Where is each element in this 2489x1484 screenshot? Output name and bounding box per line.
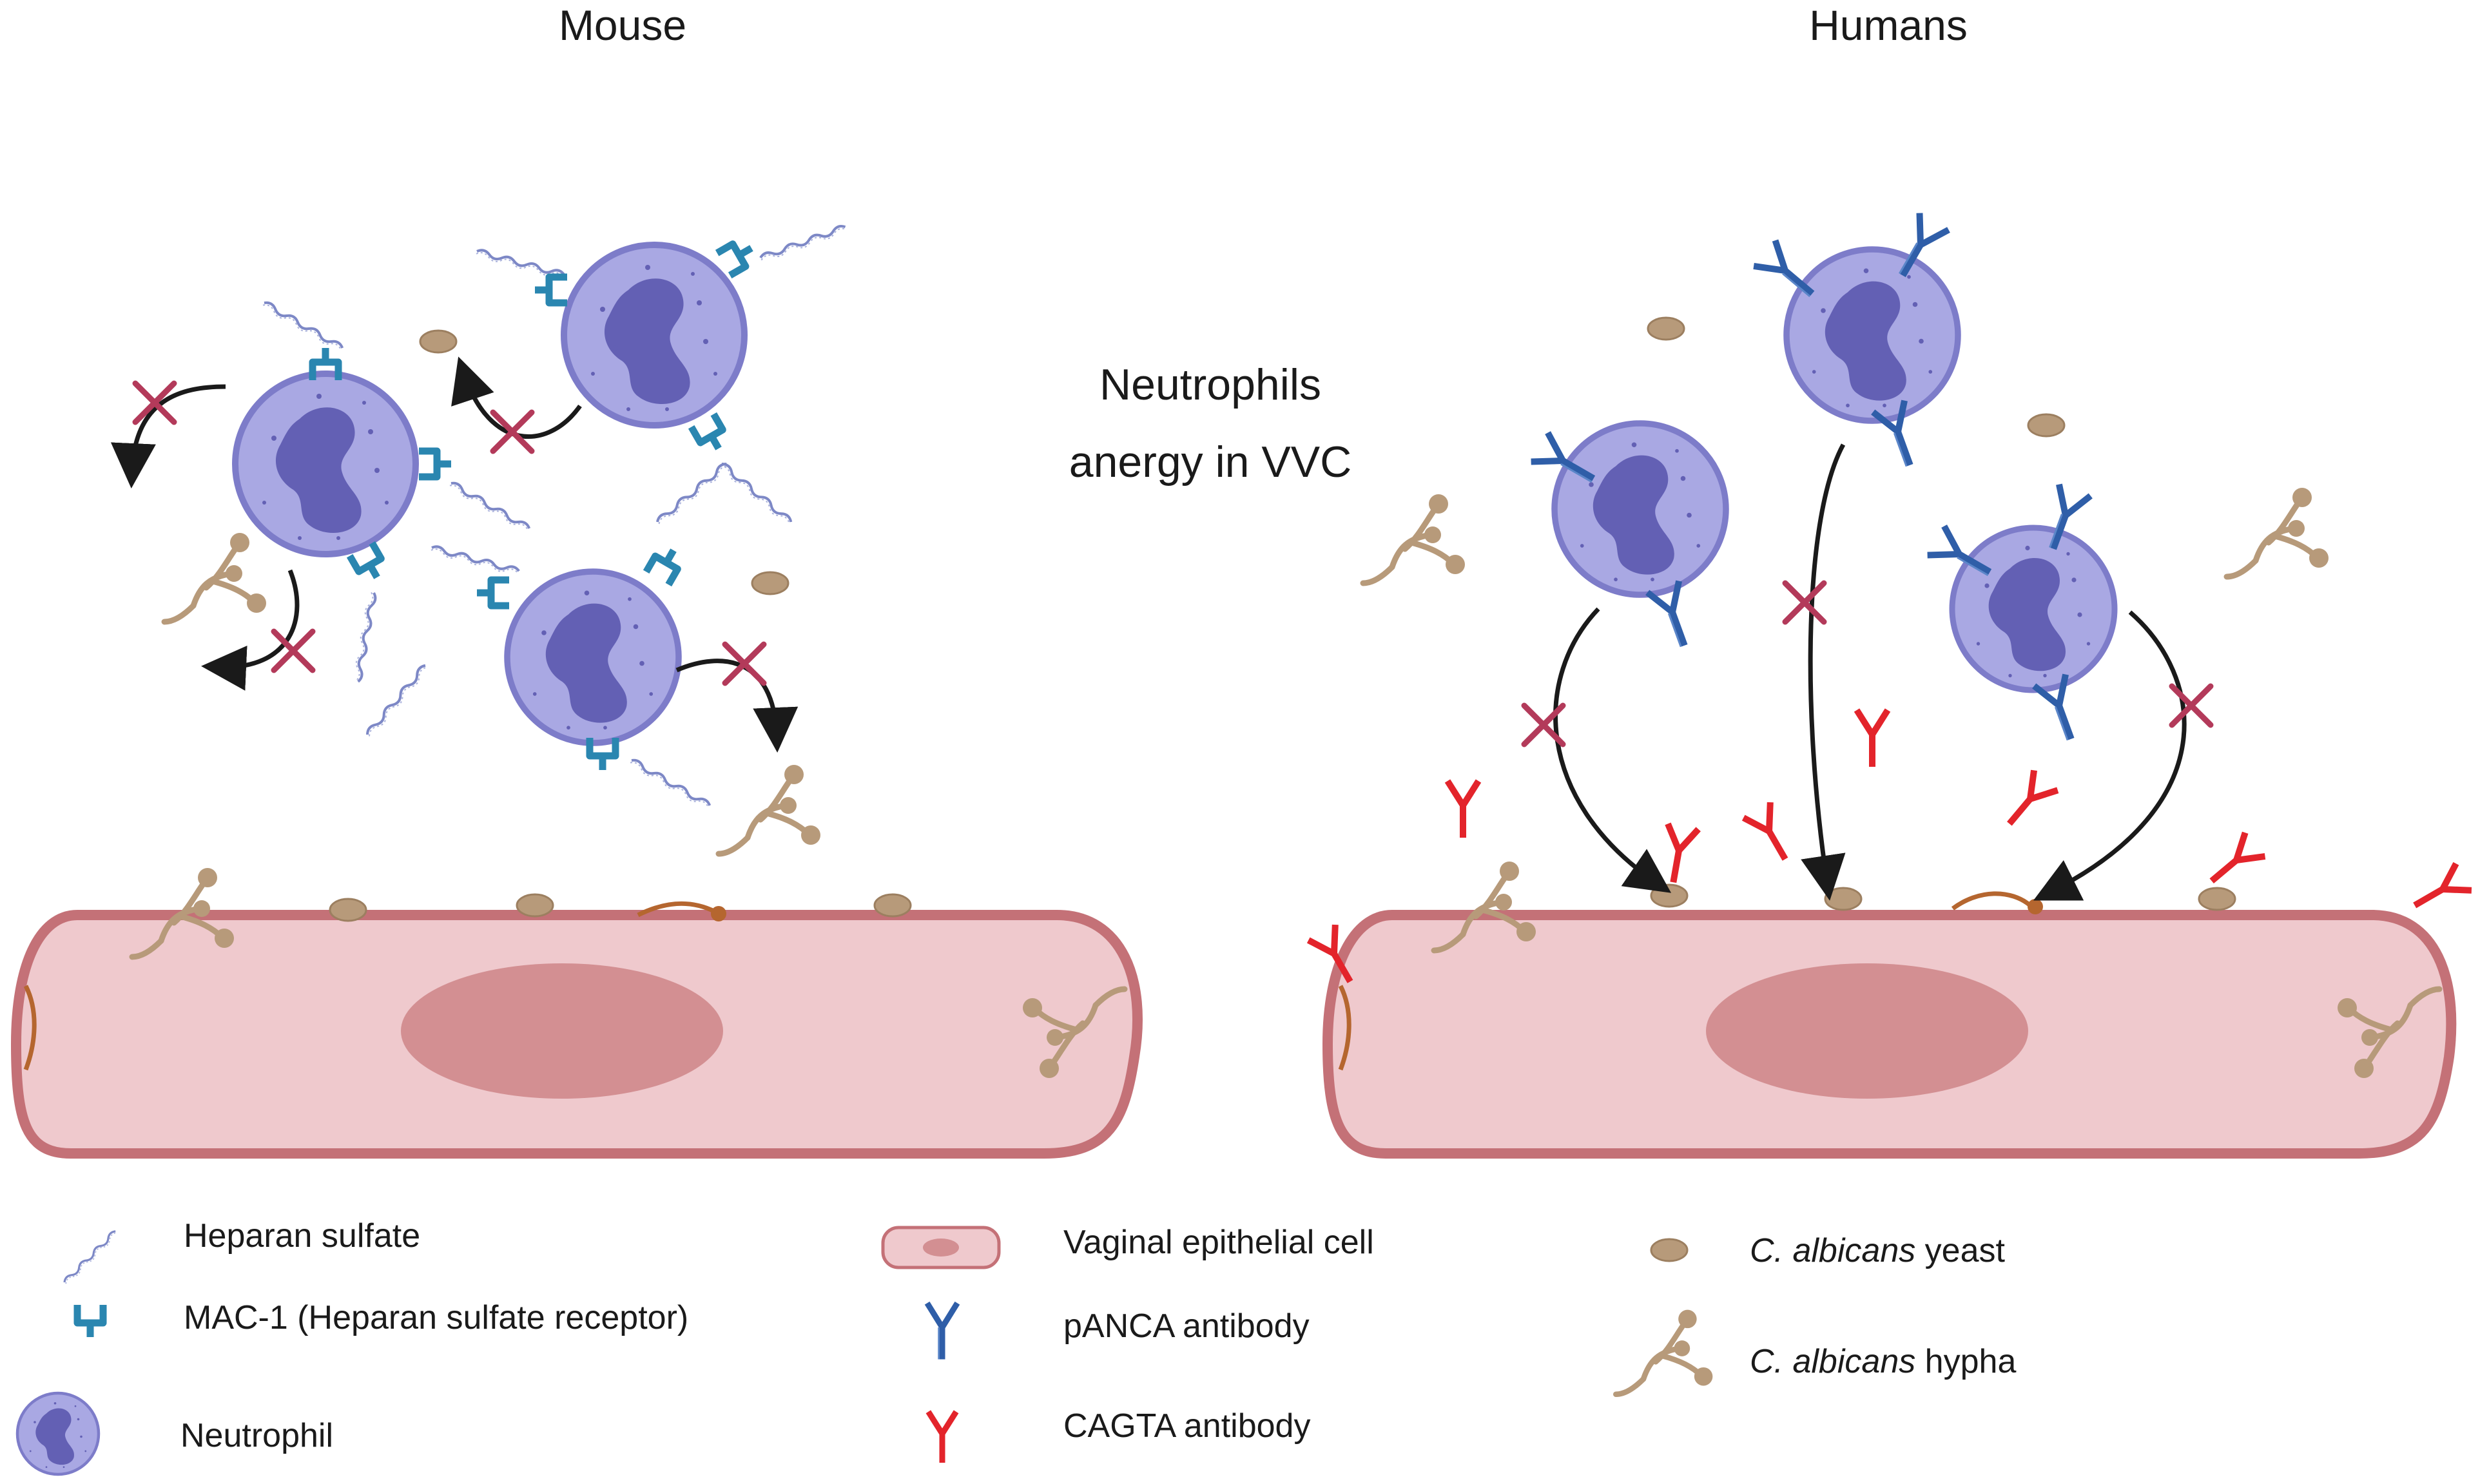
legend-vaginal-cell: Vaginal epithelial cell [881, 1224, 1374, 1269]
mouse-yeast-surface-1 [329, 898, 367, 922]
legend-hypha-suffix: hypha [1915, 1343, 2016, 1380]
mouse-hypha-free-1 [164, 533, 266, 622]
humans-yeast-free-1 [1647, 316, 1685, 341]
heparan-strand-1 [260, 299, 345, 354]
legend-panca: pANCA antibody [927, 1303, 1310, 1359]
humans-hypha-free-2 [2227, 488, 2329, 577]
humans-hypha-free-1 [1363, 494, 1465, 583]
mouse-yeast-surface-3 [873, 893, 912, 918]
legend-cagta-icon [928, 1412, 956, 1463]
mouse-arrow-4 [675, 644, 799, 753]
legend-heparan-label: Heparan sulfate [184, 1217, 420, 1255]
legend-hypha-species: C. albicans [1750, 1343, 1915, 1380]
mouse-arrow-1 [110, 383, 226, 488]
cagta-antibody-8 [2407, 863, 2472, 919]
legend-panca-icon [927, 1303, 958, 1359]
mouse-yeast-surface-2 [516, 893, 554, 918]
mouse-hypha-left [23, 985, 37, 1071]
heparan-strand-3 [758, 223, 849, 264]
legend-mac1-icon [77, 1305, 103, 1337]
legend-hypha-icon [1616, 1310, 1712, 1394]
mouse-hypha-orange-tip [711, 906, 726, 921]
mouse-panel [10, 223, 1143, 1159]
legend-hypha: C. albicans hypha [1616, 1310, 2016, 1394]
mouse-epithelial-cell [10, 910, 1143, 1159]
heparan-strand-10 [654, 460, 731, 528]
cagta-antibody-5 [1857, 710, 1888, 767]
cagta-antibody-3 [1658, 824, 1699, 885]
legend-heparan: Heparan sulfate [62, 1217, 420, 1287]
cagta-antibody-2 [1448, 781, 1478, 838]
humans-epithelial-cell [1322, 910, 2457, 1159]
humans-arrow-2 [1785, 443, 1846, 901]
legend-mac1: MAC-1 (Heparan sulfate receptor) [77, 1299, 688, 1337]
legend-neutrophil: Neutrophil [17, 1393, 333, 1474]
mouse-yeast-free-2 [751, 571, 789, 595]
mouse-hypha-orange [637, 901, 717, 918]
legend-heparan-icon [62, 1228, 120, 1287]
heparan-strand-8 [429, 544, 521, 577]
mouse-yeast-free-1 [419, 329, 458, 354]
humans-neutrophil-2 [1754, 213, 1958, 471]
humans-panel [1308, 213, 2472, 1159]
humans-hypha-left [1338, 985, 1351, 1071]
humans-yeast-free-2 [2027, 413, 2066, 438]
center-label-line1: Neutrophils [1099, 360, 1321, 409]
heparan-strand-6 [351, 590, 378, 684]
legend-vaginal-cell-icon [881, 1226, 1001, 1269]
humans-title: Humans [1809, 1, 1968, 49]
mouse-title: Mouse [559, 1, 686, 49]
cagta-antibody-6 [1997, 770, 2057, 833]
legend-vaginal-cell-label: Vaginal epithelial cell [1063, 1224, 1374, 1261]
legend-yeast: C. albicans yeast [1650, 1232, 2006, 1269]
legend: Heparan sulfate MAC-1 (Heparan sulfate r… [17, 1217, 2016, 1474]
mouse-neutrophil-3 [477, 544, 684, 770]
humans-arrow-3 [2033, 610, 2211, 901]
legend-yeast-label: C. albicans yeast [1750, 1232, 2006, 1269]
legend-cagta-label: CAGTA antibody [1063, 1407, 1310, 1445]
heparan-strand-5 [447, 479, 532, 534]
heparan-strand-9 [628, 756, 713, 811]
legend-mac1-label: MAC-1 (Heparan sulfate receptor) [184, 1299, 688, 1336]
humans-hypha-orange-tip [2028, 899, 2043, 914]
humans-yeast-surface-1 [1650, 883, 1689, 908]
mouse-neutrophil-1 [235, 348, 451, 584]
mouse-arrow-3 [201, 569, 313, 691]
legend-yeast-icon [1650, 1238, 1689, 1262]
mouse-arrow-2 [451, 356, 582, 451]
legend-panca-label: pANCA antibody [1063, 1307, 1310, 1345]
humans-arrow-1 [1524, 607, 1672, 893]
legend-neutrophil-label: Neutrophil [180, 1417, 333, 1454]
legend-yeast-species: C. albicans [1750, 1232, 1915, 1269]
humans-hypha-orange [1951, 891, 2032, 911]
legend-cagta: CAGTA antibody [928, 1407, 1310, 1463]
cagta-antibody-4 [1743, 802, 1799, 867]
legend-yeast-suffix: yeast [1915, 1232, 2005, 1269]
humans-neutrophil-3 [1928, 485, 2115, 745]
humans-yeast-surface-2 [1824, 887, 1863, 911]
mouse-hypha-free-2 [719, 765, 820, 854]
humans-neutrophil-1 [1531, 423, 1726, 651]
legend-hypha-label: C. albicans hypha [1750, 1343, 2016, 1380]
legend-neutrophil-icon [17, 1393, 99, 1474]
center-label-line2: anergy in VVC [1069, 438, 1351, 487]
heparan-strand-7 [363, 662, 431, 740]
cagta-antibody-7 [2202, 833, 2265, 892]
heparan-strand-4 [717, 460, 794, 528]
humans-yeast-surface-3 [2198, 887, 2236, 911]
